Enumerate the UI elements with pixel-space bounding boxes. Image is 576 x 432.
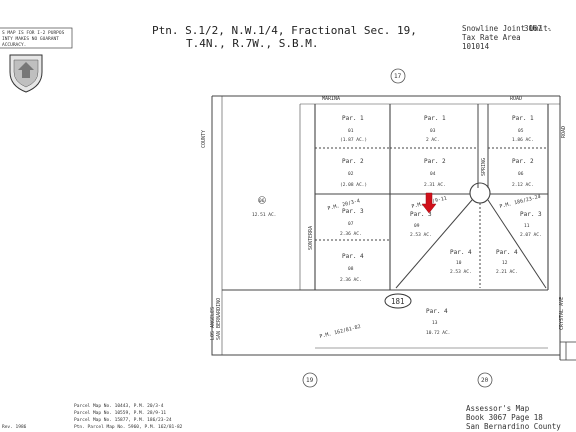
svg-text:06: 06 — [518, 171, 524, 177]
road-label-top: ROAD — [510, 96, 522, 102]
svg-text:Par. 1: Par. 1 — [512, 115, 534, 122]
section-corner-marks — [560, 341, 576, 361]
svg-text:Par. 3: Par. 3 — [410, 211, 432, 218]
revision-date: Rev. 1986 — [2, 424, 27, 430]
svg-text:11: 11 — [524, 223, 530, 229]
parcel-map-note-1: Parcel Map No. 10443, P.M. 20/3-4 — [74, 403, 164, 409]
parcel-1-right: Par. 1 05 1.86 AC. — [512, 115, 534, 143]
section-marker-20: 20 — [477, 372, 493, 388]
district-name: Snowline Joint Unit. — [462, 24, 552, 33]
arrow-down-icon — [421, 192, 437, 214]
svg-text:181: 181 — [391, 297, 405, 306]
svg-text:Par. 4: Par. 4 — [450, 249, 472, 256]
parcel-4-mid: Par. 4 10 2.53 AC. — [450, 249, 472, 275]
svg-text:2.53 AC.: 2.53 AC. — [450, 269, 472, 275]
svg-text:09: 09 — [414, 223, 420, 229]
svg-text:02: 02 — [348, 171, 354, 177]
svg-text:05: 05 — [518, 128, 524, 134]
notice-line-2: INTY MAKES NO GUARANT — [2, 36, 59, 42]
svg-text:2.31 AC.: 2.31 AC. — [424, 182, 446, 188]
parcel-2-left: Par. 2 02 (2.08 AC.) — [340, 158, 367, 188]
parcel-4-right: Par. 4 12 2.21 AC. — [496, 249, 518, 275]
notice-line-1: S MAP IS FOR I-2 PURPOS — [2, 30, 65, 36]
svg-text:Par. 2: Par. 2 — [512, 158, 534, 165]
road-label-crystal: CRYSTAL AVE — [559, 297, 565, 330]
parcel-2-mid: Par. 2 04 2.31 AC. — [424, 158, 446, 188]
road-label-right: ROAD — [561, 126, 567, 138]
parcel-4-bottom: Par. 4 13 10.72 AC. — [426, 308, 450, 336]
road-label-county: COUNTY — [201, 130, 207, 148]
big-parcel: 06 12.51 AC. — [252, 196, 276, 218]
svg-text:Par. 2: Par. 2 — [424, 158, 446, 165]
parcel-2-right: Par. 2 06 2.12 AC. — [512, 158, 534, 188]
svg-text:Par. 4: Par. 4 — [426, 308, 448, 315]
parcel-map-ref-4: P.M. 162/81-82 — [319, 324, 361, 340]
svg-text:2.36 AC.: 2.36 AC. — [340, 277, 362, 283]
svg-text:20: 20 — [481, 377, 489, 384]
svg-text:06: 06 — [259, 198, 265, 204]
county-line-label-1: LOS ANGELES — [210, 307, 216, 340]
svg-text:10.72 AC.: 10.72 AC. — [426, 330, 450, 336]
book-page-label: Book 3067 Page 18 — [466, 413, 543, 422]
notice-line-3: ACCURACY. — [2, 42, 26, 48]
notice-box: S MAP IS FOR I-2 PURPOS INTY MAKES NO GU… — [0, 27, 73, 49]
svg-text:2 AC.: 2 AC. — [426, 137, 440, 143]
road-label-sonterra: SONTERRA — [308, 226, 314, 250]
parcel-map-note-4: Ptn. Parcel Map No. 5960, P.M. 162/81-82 — [74, 424, 183, 430]
svg-text:2.21 AC.: 2.21 AC. — [496, 269, 518, 275]
svg-text:2.36 AC.: 2.36 AC. — [340, 231, 362, 237]
shield-seal-icon — [9, 54, 43, 93]
svg-text:12.51 AC.: 12.51 AC. — [252, 212, 276, 218]
assessor-map-label: Assessor's Map — [466, 404, 530, 413]
county-line-label-2: SAN BERNARDINO — [216, 298, 222, 340]
parcel-map-note-2: Parcel Map No. 10559, P.M. 28/9-11 — [74, 410, 166, 416]
svg-text:19: 19 — [306, 377, 314, 384]
svg-text:1.86 AC.: 1.86 AC. — [512, 137, 534, 143]
parcel-3-left: Par. 3 07 2.36 AC. — [340, 208, 364, 237]
svg-text:(2.08 AC.): (2.08 AC.) — [340, 182, 367, 188]
svg-text:Par. 4: Par. 4 — [496, 249, 518, 256]
county-label: San Bernardino County — [466, 422, 561, 431]
road-label-spring: SPRING — [481, 158, 487, 176]
section-boundaries — [211, 95, 561, 360]
svg-text:(1.87 AC.): (1.87 AC.) — [340, 137, 367, 143]
tax-rate-area-label: Tax Rate Area — [462, 33, 521, 42]
svg-text:Par. 4: Par. 4 — [342, 253, 364, 260]
svg-text:Par. 2: Par. 2 — [342, 158, 364, 165]
section-marker-19: 19 — [302, 372, 318, 388]
svg-text:10: 10 — [456, 260, 462, 266]
parcel-3-right: Par. 3 11 2.07 AC. — [520, 211, 542, 238]
svg-text:2.07 AC.: 2.07 AC. — [520, 232, 542, 238]
parcel-map-ref-3: P.M. 186/23-24 — [499, 194, 541, 210]
svg-text:Par. 3: Par. 3 — [520, 211, 542, 218]
parcel-1-left: Par. 1 01 (1.87 AC.) — [340, 115, 367, 143]
svg-text:08: 08 — [348, 266, 354, 272]
svg-text:01: 01 — [348, 128, 354, 134]
svg-text:Par. 1: Par. 1 — [342, 115, 364, 122]
svg-text:04: 04 — [430, 171, 436, 177]
tax-rate-area-code: 101014 — [462, 42, 490, 51]
map-title-line-1: Ptn. S.1/2, N.W.1/4, Fractional Sec. 19, — [152, 24, 417, 37]
svg-text:17: 17 — [394, 73, 402, 80]
road-label-marina: MARINA — [322, 96, 340, 102]
route-marker: 181 — [384, 293, 412, 309]
section-marker-17: 17 — [390, 68, 406, 84]
parcel-map-note-3: Parcel Map No. 15877, P.M. 186/23-24 — [74, 417, 172, 423]
svg-text:12: 12 — [502, 260, 508, 266]
map-title-line-2: T.4N., R.7W., S.B.M. — [186, 37, 318, 50]
book-number: 3067 - — [524, 24, 551, 33]
parcel-1-mid: Par. 1 03 2 AC. — [424, 115, 446, 143]
svg-text:2.53 AC.: 2.53 AC. — [410, 232, 432, 238]
svg-text:Par. 1: Par. 1 — [424, 115, 446, 122]
svg-text:13: 13 — [432, 320, 438, 326]
svg-text:2.12 AC.: 2.12 AC. — [512, 182, 534, 188]
parcel-labels: Par. 1 01 (1.87 AC.) Par. 2 02 (2.08 AC.) Pa… — [340, 115, 542, 336]
parcel-4-left: Par. 4 08 2.36 AC. — [340, 253, 364, 283]
svg-text:07: 07 — [348, 221, 354, 227]
parcel-3-mid: Par. 3 09 2.53 AC. — [410, 211, 432, 238]
svg-text:03: 03 — [430, 128, 436, 134]
svg-text:Par. 3: Par. 3 — [342, 208, 364, 215]
